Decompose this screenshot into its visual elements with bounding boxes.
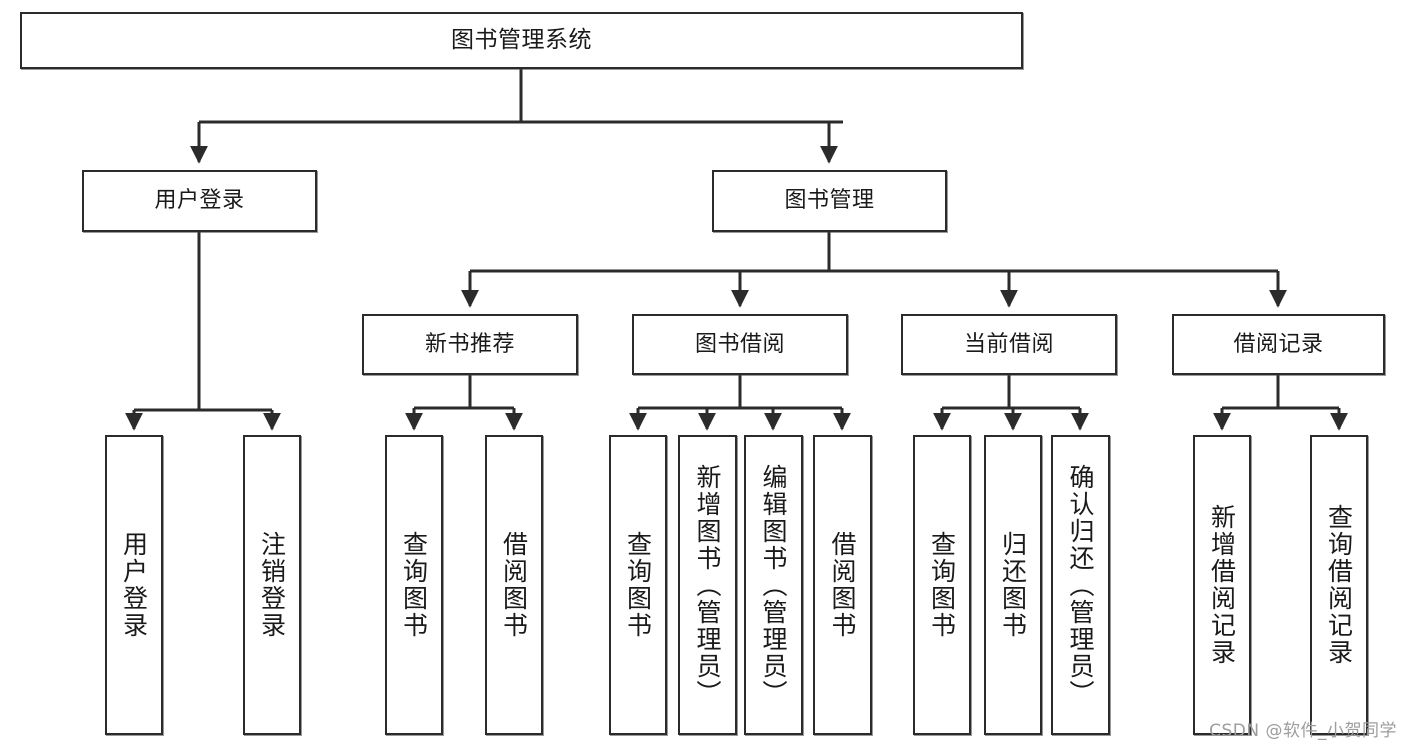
node-label: 借阅图书 [499, 531, 529, 639]
leaf-query-borrow-record[interactable]: 查询借阅记录 [1310, 435, 1368, 735]
node-label: 用户登录 [154, 188, 245, 214]
leaf-borrow-book-recommend[interactable]: 借阅图书 [485, 435, 543, 735]
node-label: 图书借阅 [694, 331, 785, 357]
leaf-add-borrow-record[interactable]: 新增借阅记录 [1193, 435, 1251, 735]
node-label: 当前借阅 [963, 331, 1054, 357]
watermark-text: CSDN @软件_小贺同学 [1209, 721, 1397, 741]
node-label: 借阅记录 [1233, 331, 1324, 357]
node-label: 图书管理 [784, 188, 875, 214]
node-user-login[interactable]: 用户登录 [82, 170, 317, 232]
leaf-return-book[interactable]: 归还图书 [984, 435, 1042, 735]
node-label: 新增借阅记录 [1207, 504, 1237, 666]
node-label: 确认归还（管理员） [1066, 463, 1095, 707]
node-borrow-records[interactable]: 借阅记录 [1172, 314, 1385, 375]
node-root-library-system[interactable]: 图书管理系统 [20, 12, 1023, 69]
node-label: 编辑图书（管理员） [759, 463, 788, 707]
node-new-book-recommend[interactable]: 新书推荐 [362, 314, 578, 375]
node-label: 查询图书 [623, 531, 653, 639]
leaf-query-book-current[interactable]: 查询图书 [913, 435, 971, 735]
leaf-edit-book-admin[interactable]: 编辑图书（管理员） [744, 435, 803, 735]
leaf-query-book-recommend[interactable]: 查询图书 [385, 435, 443, 735]
node-label: 查询图书 [927, 531, 957, 639]
node-book-management[interactable]: 图书管理 [712, 170, 947, 232]
node-label: 图书管理系统 [451, 27, 592, 54]
leaf-query-book-borrow[interactable]: 查询图书 [609, 435, 667, 735]
leaf-borrow-book[interactable]: 借阅图书 [813, 435, 872, 735]
node-label: 查询图书 [399, 531, 429, 639]
node-label: 借阅图书 [828, 531, 857, 639]
leaf-user-login[interactable]: 用户登录 [105, 435, 163, 735]
node-label: 新书推荐 [424, 331, 515, 357]
leaf-confirm-return-admin[interactable]: 确认归还（管理员） [1051, 435, 1110, 735]
node-label: 查询借阅记录 [1324, 504, 1354, 666]
node-current-borrow[interactable]: 当前借阅 [901, 314, 1117, 375]
leaf-add-book-admin[interactable]: 新增图书（管理员） [678, 435, 737, 735]
node-label: 新增图书（管理员） [693, 463, 722, 707]
node-label: 归还图书 [998, 531, 1028, 639]
leaf-logout[interactable]: 注销登录 [243, 435, 301, 735]
node-label: 用户登录 [119, 531, 149, 639]
node-book-borrow[interactable]: 图书借阅 [632, 314, 848, 375]
node-label: 注销登录 [257, 531, 287, 639]
